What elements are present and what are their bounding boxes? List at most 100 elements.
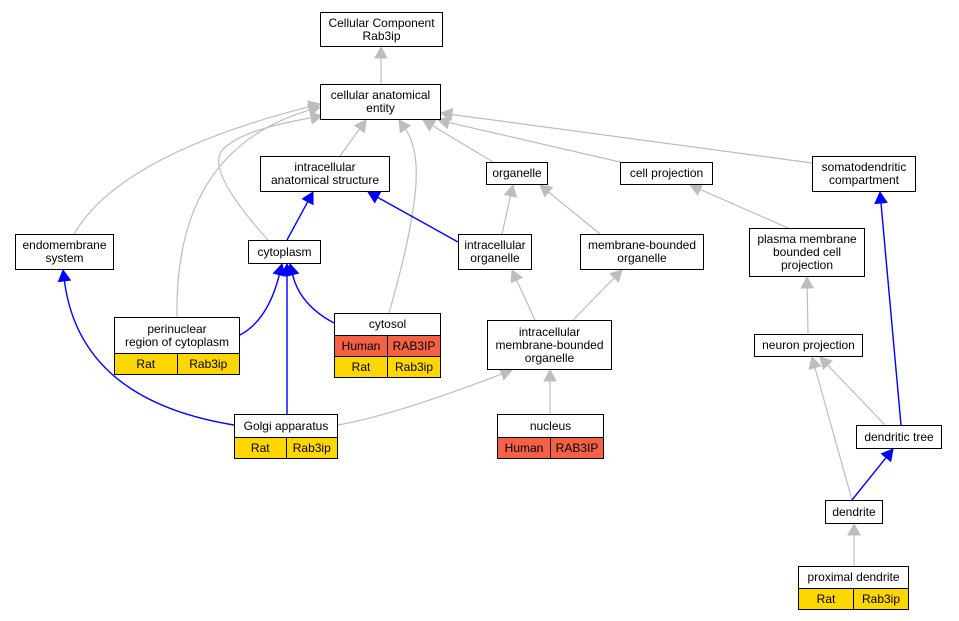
node-cell-projection[interactable]: cell projection	[620, 162, 713, 185]
node-plasma-membrane-bounded-cell-projection[interactable]: plasma membrane bounded cell projection	[749, 228, 865, 277]
node-cellular-anatomical-entity[interactable]: cellular anatomical entity	[320, 84, 441, 120]
edge-arrowhead	[422, 119, 437, 132]
edge-arrowhead	[880, 448, 894, 463]
node-label: plasma membrane bounded cell projection	[757, 232, 857, 272]
edge-arrowhead	[286, 262, 300, 277]
annotation-species: Rat	[235, 438, 286, 458]
node-perinuclear-region-of-cytoplasm[interactable]: perinuclear region of cytoplasm Rat Rab3…	[114, 317, 240, 375]
node-somatodendritic-compartment[interactable]: somatodendritic compartment	[812, 156, 916, 192]
node-dendrite[interactable]: dendrite	[825, 500, 883, 524]
annotation-row-rat: Rat Rab3ip	[799, 588, 908, 609]
annotation-gene: RAB3IP	[387, 336, 440, 356]
annotation-gene: Rab3ip	[176, 354, 239, 374]
node-label: intracellular membrane-bounded organelle	[495, 324, 604, 365]
node-label: cellular anatomical entity	[330, 88, 431, 115]
annotation-gene: RAB3IP	[550, 438, 603, 458]
annotation-row-rat: Rat Rab3ip	[235, 437, 337, 458]
edge-part-of-golgi-to-endomem	[63, 280, 235, 426]
node-cellular-component-root[interactable]: Cellular Component Rab3ip	[320, 12, 443, 47]
node-label: neuron projection	[762, 338, 855, 352]
node-label: nucleus	[529, 418, 572, 433]
edge-arrowhead	[503, 183, 518, 198]
node-intracellular-organelle[interactable]: intracellular organelle	[458, 234, 532, 270]
edge-is-a-ias-to-cae	[339, 128, 361, 157]
node-label: intracellular organelle	[464, 238, 526, 265]
annotation-species: Human	[335, 336, 387, 356]
edge-is-a-golgi-to-imbo	[337, 373, 502, 426]
node-label: intracellular anatomical structure	[270, 160, 380, 187]
edge-is-a-pmbcp-to-cellproj	[699, 188, 789, 229]
annotation-row-human: Human RAB3IP	[498, 437, 603, 458]
node-label: proximal dendrite	[807, 570, 900, 584]
annotation-species: Rat	[115, 354, 177, 374]
annotation-species: Rat	[335, 357, 387, 377]
edge-is-a-imbo-to-intraorg	[516, 279, 536, 321]
edge-arrowhead	[367, 191, 382, 204]
node-label: perinuclear region of cytoplasm	[124, 321, 230, 349]
annotation-species: Rat	[799, 589, 853, 609]
edge-is-a-cytoplasm-to-cae	[218, 117, 312, 241]
node-cytoplasm[interactable]: cytoplasm	[248, 240, 321, 264]
node-organelle[interactable]: organelle	[486, 162, 548, 185]
edge-is-a-dendrite-to-neuronproj	[814, 367, 853, 501]
node-cytosol[interactable]: cytosol Human RAB3IP Rat Rab3ip	[334, 313, 441, 378]
edge-arrowhead	[374, 45, 388, 59]
edge-arrowhead	[301, 191, 314, 206]
edge-arrowhead	[539, 184, 554, 198]
node-endomembrane-system[interactable]: endomembrane system	[15, 234, 114, 270]
node-label: endomembrane system	[22, 238, 107, 265]
node-label: dendritic tree	[864, 429, 934, 444]
edge-arrowhead	[57, 268, 72, 283]
edge-arrowhead	[436, 115, 451, 130]
edge-is-a-perinuclear-to-cae	[176, 109, 310, 318]
node-label: Cellular Component Rab3ip	[328, 15, 435, 43]
edge-part-of-dendrite-to-dendtree	[851, 457, 887, 501]
edge-arrowhead	[510, 269, 524, 284]
edge-arrowhead	[808, 355, 822, 370]
node-intracellular-membrane-bounded-organelle[interactable]: intracellular membrane-bounded organelle	[487, 320, 612, 370]
edge-arrowhead	[689, 183, 704, 196]
edge-part-of-cytoplasm-to-ias	[286, 201, 309, 241]
edge-arrowhead	[439, 107, 454, 122]
annotation-gene: Rab3ip	[387, 357, 440, 377]
node-nucleus[interactable]: nucleus Human RAB3IP	[497, 414, 604, 459]
edge-arrowhead	[800, 275, 815, 289]
edge-arrowhead	[353, 119, 367, 134]
annotation-row-human: Human RAB3IP	[335, 335, 440, 356]
node-intracellular-anatomical-structure[interactable]: intracellular anatomical structure	[260, 156, 390, 192]
edge-part-of-intraorg-to-ias	[377, 196, 459, 243]
edge-part-of-cytosol-to-cytoplasm	[291, 274, 335, 324]
node-label: organelle	[492, 166, 542, 180]
edge-arrowhead	[847, 522, 861, 536]
node-dendritic-tree[interactable]: dendritic tree	[856, 425, 942, 449]
edge-is-a-cytosol-to-cae	[388, 128, 417, 314]
node-label: cytosol	[368, 317, 407, 331]
node-label: cytoplasm	[257, 244, 312, 259]
annotation-gene: Rab3ip	[285, 438, 337, 458]
edge-is-a-endomem-to-cae	[73, 106, 310, 235]
edge-is-a-neuronproj-to-pmbcp	[806, 287, 809, 335]
edge-is-a-membound-to-organelle	[548, 191, 601, 235]
edge-is-a-somato-to-cae	[451, 113, 813, 164]
annotation-species: Human	[498, 438, 550, 458]
node-label: dendrite	[832, 504, 876, 519]
edge-arrowhead	[609, 269, 623, 284]
edge-is-a-dendtree-to-neuronproj	[827, 364, 886, 426]
edge-is-a-imbo-to-membound	[572, 277, 615, 321]
annotation-row-rat: Rat Rab3ip	[335, 356, 440, 377]
edge-arrowhead	[543, 368, 557, 382]
edge-is-a-cellproj-to-cae	[448, 121, 621, 163]
edge-arrowhead	[819, 356, 833, 371]
edge-part-of-perinuclear-to-cytoplasm	[239, 274, 281, 336]
edge-arrowhead	[498, 367, 513, 381]
node-label: somatodendritic compartment	[821, 160, 907, 187]
node-membrane-bounded-organelle[interactable]: membrane-bounded organelle	[580, 234, 704, 270]
node-golgi-apparatus[interactable]: Golgi apparatus Rat Rab3ip	[234, 414, 338, 459]
edge-arrowhead	[309, 111, 324, 125]
node-neuron-projection[interactable]: neuron projection	[754, 334, 863, 357]
node-label: membrane-bounded organelle	[587, 238, 697, 265]
node-proximal-dendrite[interactable]: proximal dendrite Rat Rab3ip	[798, 566, 909, 610]
annotation-row-rat: Rat Rab3ip	[115, 353, 239, 374]
edge-arrowhead	[874, 190, 888, 205]
